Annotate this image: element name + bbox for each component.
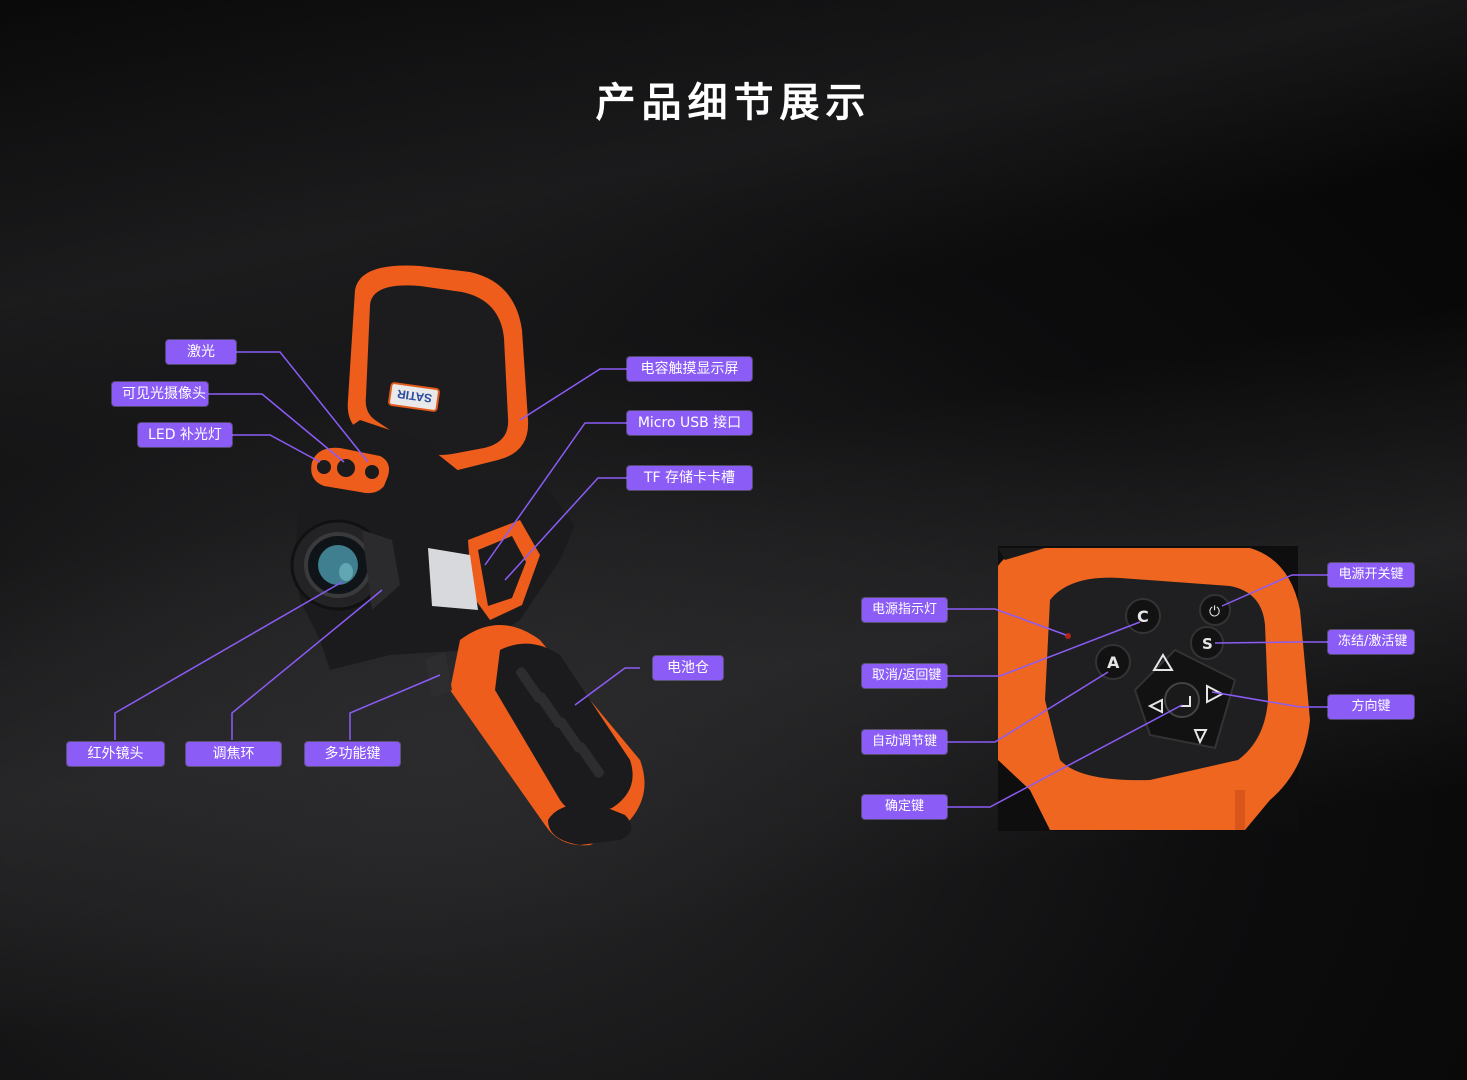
brand-badge (388, 382, 440, 412)
callout-freeze-activate: 冻结/激活键 (1328, 630, 1414, 654)
callout-led-light: LED 补光灯 (138, 423, 232, 447)
handle-base (548, 804, 632, 845)
power-indicator-led (1065, 633, 1071, 639)
brand-mark: SATIR (396, 387, 433, 406)
a-key-label: A (1107, 653, 1120, 672)
spec-label (428, 548, 478, 610)
callout-cancel-back: 取消/返回键 (862, 664, 947, 688)
keypad-top-edge (998, 548, 1045, 560)
callout-multi-key: 多功能键 (305, 742, 400, 766)
callout-ir-lens: 红外镜头 (67, 742, 164, 766)
arrow-right-icon (1206, 684, 1225, 704)
arrow-up-icon (1152, 653, 1174, 671)
display-screen (365, 285, 509, 455)
laser-window (365, 465, 379, 479)
page-title: 产品细节展示 (595, 80, 872, 126)
enter-icon (1180, 696, 1191, 707)
arrow-down-icon (1193, 729, 1208, 745)
keypad-buttons: C ⏻ S A (1095, 594, 1237, 750)
callout-touch-screen: 电容触摸显示屏 (627, 357, 752, 381)
camera-window (337, 459, 355, 477)
handle-seam (1235, 790, 1245, 830)
callout-micro-usb: Micro USB 接口 (627, 411, 752, 435)
callout-power-led: 电源指示灯 (862, 598, 947, 622)
power-key-symbol: ⏻ (1209, 604, 1220, 620)
arrow-left-icon (1147, 698, 1163, 714)
callout-focus-ring: 调焦环 (186, 742, 281, 766)
callout-auto-adjust: 自动调节键 (862, 730, 947, 754)
s-key-label: S (1202, 635, 1213, 653)
focus-ring (362, 530, 400, 610)
callout-direction: 方向键 (1328, 695, 1414, 719)
callout-tf-slot: TF 存储卡卡槽 (627, 466, 752, 490)
led-window (317, 460, 331, 474)
c-key-label: C (1137, 607, 1149, 626)
callout-visible-camera: 可见光摄像头 (112, 382, 208, 406)
leader-lines-keypad (947, 574, 1328, 808)
callout-confirm: 确定键 (862, 795, 947, 819)
a-key (1095, 644, 1131, 680)
grip-ribs (516, 667, 604, 778)
callout-battery: 电池仓 (653, 656, 723, 680)
confirm-key (1164, 682, 1200, 718)
callout-power-switch: 电源开关键 (1328, 563, 1414, 587)
power-key (1199, 594, 1231, 626)
ir-lens-glint (339, 563, 353, 581)
callout-laser: 激光 (166, 340, 236, 364)
leader-lines-main (114, 351, 640, 740)
port-cover (478, 536, 526, 606)
